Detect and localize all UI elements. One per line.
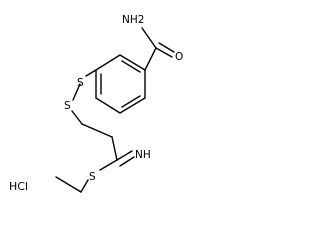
ring-bond-4 [95,97,121,114]
ring-bond-6 [95,54,121,71]
ethyl-bond [55,176,82,193]
amide-c-o-double-bond [158,42,175,53]
ch2-c-bond [111,136,118,161]
ch2-ch2-bond [81,123,113,138]
s-s-bond [72,83,81,101]
ring-s-bond [85,69,97,77]
amide-nh2-label: NH2 [122,14,144,26]
amide-oxygen-label: O [175,51,183,63]
hcl-salt-label: HCl [9,180,28,193]
c-s-bond [99,159,118,171]
imine-nh-label: NH [135,149,151,161]
amide-c-o-bond [155,47,173,58]
alkyl-chain [71,110,118,161]
benzene-ring [95,54,146,114]
ring-double-bond-2 [121,95,141,108]
c-n-bond [116,150,133,161]
sulfur-2-label: S [64,100,71,112]
thioimidate-group: NH S [55,149,151,193]
s-ch2-bond [71,110,83,125]
disulfide-linkage: S S [64,69,97,112]
sulfur-1-label: S [77,77,84,89]
amide-c-n-bond [141,27,157,49]
ring-bond-3 [119,97,146,114]
c-n-double-bond [119,156,135,167]
amide-group: NH2 O [122,14,183,71]
amide-c-ring-bond [144,47,157,71]
s-ethyl-bond [80,179,89,193]
ring-bond-1 [119,54,146,71]
chemical-structure: NH2 O S S NH S HCl [9,14,183,193]
thioether-sulfur-label: S [89,171,96,183]
ring-double-bond-1 [121,60,141,73]
